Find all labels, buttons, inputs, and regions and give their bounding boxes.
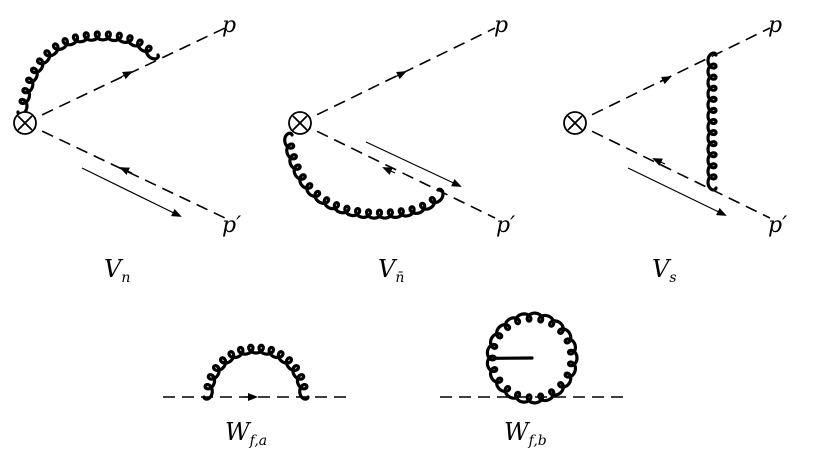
outgoing-quark-line [574, 27, 771, 124]
diagram-label: Wf,a [225, 418, 267, 449]
momentum-arrow [627, 167, 727, 216]
diagram-label: Vn [104, 255, 130, 286]
operator-vertex [563, 111, 587, 135]
momentum-label-p-prime: p′ [222, 213, 241, 238]
momentum-label-p-prime: p′ [768, 213, 787, 238]
fermion-arrow [659, 76, 672, 85]
diagram-label: Vs [652, 255, 677, 286]
diagram-v-s: p p′ Vs [563, 13, 787, 286]
fermion-arrow [394, 71, 407, 80]
diagram-v-n: p p′ Vn [13, 13, 241, 286]
momentum-arrow [81, 167, 182, 217]
fermion-arrow [652, 158, 666, 166]
gluon-loop [202, 343, 310, 401]
operator-vertex [13, 111, 37, 135]
momentum-label-p-prime: p′ [496, 213, 515, 238]
gluon-loop [485, 311, 579, 405]
outgoing-quark-line [299, 27, 496, 124]
diagram-w-f-a: Wf,a [163, 343, 348, 449]
incoming-quark-line [574, 122, 771, 219]
incoming-quark-line [299, 122, 496, 219]
gluon-line [283, 131, 445, 220]
momentum-label-p: p [494, 13, 508, 38]
fermion-arrow [120, 71, 133, 80]
momentum-label-p: p [222, 13, 236, 38]
fermion-arrow [382, 167, 396, 175]
momentum-label-p: p [768, 13, 782, 38]
gluon-line [706, 51, 718, 192]
gluon-line [16, 30, 160, 116]
operator-vertex [288, 111, 312, 135]
fermion-arrow [119, 167, 133, 175]
diagram-w-f-b: Wf,b [440, 311, 625, 449]
incoming-quark-line [24, 122, 226, 219]
momentum-arrow [365, 141, 462, 187]
diagram-v-nbar: p p′ Vn̄ [283, 13, 515, 286]
diagram-label: Vn̄ [378, 255, 404, 286]
diagram-label: Wf,b [504, 418, 547, 449]
